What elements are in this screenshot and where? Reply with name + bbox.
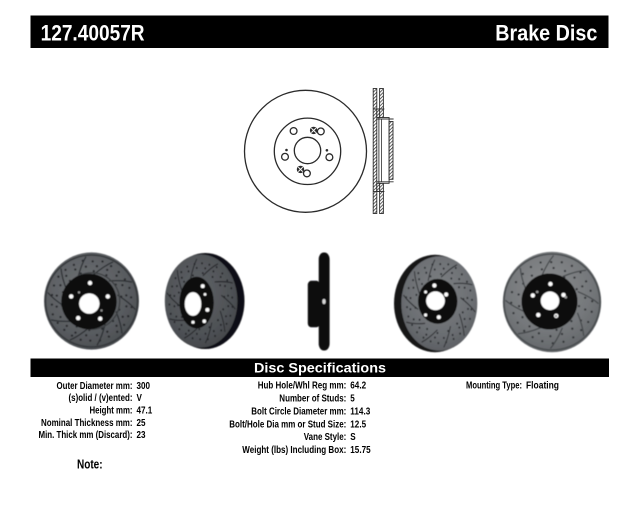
svg-text:12.5: 12.5 bbox=[350, 419, 366, 430]
svg-text:Mounting Type:: Mounting Type: bbox=[466, 381, 522, 392]
svg-text:5: 5 bbox=[350, 394, 355, 405]
svg-text:Hub Hole/Whl Reg mm:: Hub Hole/Whl Reg mm: bbox=[258, 381, 347, 392]
svg-text:Floating: Floating bbox=[526, 381, 559, 392]
svg-text:Vane Style:: Vane Style: bbox=[304, 432, 347, 443]
svg-text:15.75: 15.75 bbox=[350, 445, 371, 456]
svg-text:V: V bbox=[137, 393, 143, 404]
svg-text:Height mm:: Height mm: bbox=[90, 406, 133, 417]
svg-text:Note:: Note: bbox=[77, 457, 103, 471]
svg-text:Brake Disc: Brake Disc bbox=[495, 20, 597, 45]
svg-text:47.1: 47.1 bbox=[137, 406, 153, 417]
svg-text:127.40057R: 127.40057R bbox=[41, 20, 145, 45]
svg-text:Min. Thick mm (Discard):: Min. Thick mm (Discard): bbox=[39, 430, 133, 441]
svg-text:300: 300 bbox=[137, 381, 151, 392]
svg-text:Number of Studs:: Number of Studs: bbox=[279, 394, 346, 405]
svg-text:Weight (lbs) Including Box:: Weight (lbs) Including Box: bbox=[242, 445, 346, 456]
svg-text:Outer Diameter mm:: Outer Diameter mm: bbox=[57, 381, 133, 392]
svg-text:(s)olid / (v)ented:: (s)olid / (v)ented: bbox=[69, 393, 133, 404]
svg-text:23: 23 bbox=[137, 430, 146, 441]
svg-text:Bolt/Hole Dia mm or Stud Size:: Bolt/Hole Dia mm or Stud Size: bbox=[229, 419, 346, 430]
svg-text:S: S bbox=[350, 432, 356, 443]
svg-text:Nominal Thickness mm:: Nominal Thickness mm: bbox=[41, 418, 133, 429]
svg-text:25: 25 bbox=[137, 418, 146, 429]
svg-text:114.3: 114.3 bbox=[350, 406, 370, 417]
svg-text:Disc Specifications: Disc Specifications bbox=[254, 359, 386, 375]
svg-text:Bolt Circle Diameter mm:: Bolt Circle Diameter mm: bbox=[251, 406, 346, 417]
svg-text:64.2: 64.2 bbox=[350, 381, 366, 392]
